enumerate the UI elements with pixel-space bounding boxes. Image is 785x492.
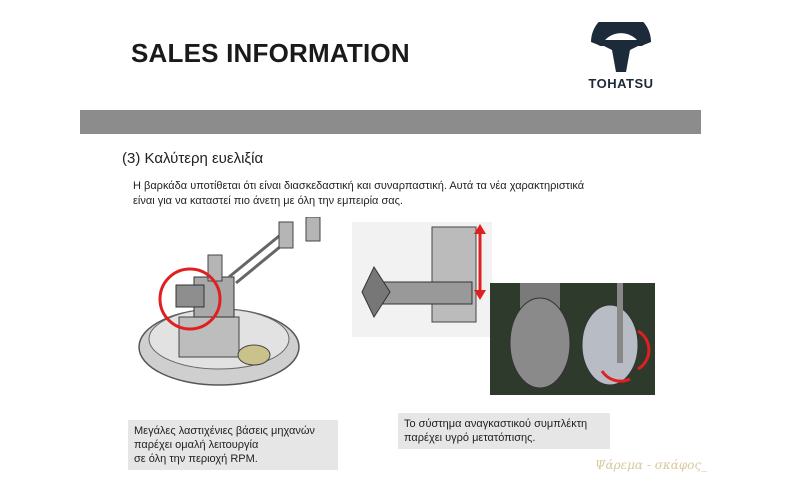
caption-line: παρέχει ομαλή λειτουργία — [134, 439, 259, 451]
intro-paragraph: Η βαρκάδα υποτίθεται ότι είναι διασκεδασ… — [133, 179, 673, 209]
tohatsu-logo-icon — [591, 22, 651, 72]
clutch-detail-figure — [490, 283, 655, 395]
engine-mount-caption: Μεγάλες λαστιχένιες βάσεις μηχανών παρέχ… — [128, 420, 338, 470]
section-heading: (3) Καλύτερη ευελιξία — [122, 150, 264, 167]
brand-name: TOHATSU — [588, 76, 654, 91]
watermark-text: Ψάρεμα - σκάφος_ — [595, 458, 708, 472]
page-title: SALES INFORMATION — [131, 38, 410, 68]
caption-line: παρέχει υγρό μετατόπισης. — [404, 432, 536, 444]
intro-line-1: Η βαρκάδα υποτίθεται ότι είναι διασκεδασ… — [133, 180, 585, 192]
intro-line-2: είναι για να καταστεί πιο άνετη με όλη τ… — [133, 195, 403, 207]
caption-line: σε όλη την περιοχή RPM. — [134, 453, 258, 465]
engine-mount-figure — [138, 217, 321, 386]
gearcase-cutaway-figure — [352, 222, 492, 337]
caption-line: Το σύστημα αναγκαστικού συμπλέκτη — [404, 418, 588, 430]
caption-line: Μεγάλες λαστιχένιες βάσεις μηχανών — [134, 425, 315, 437]
header-divider-bar — [80, 110, 701, 134]
clutch-caption: Το σύστημα αναγκαστικού συμπλέκτη παρέχε… — [398, 413, 610, 449]
